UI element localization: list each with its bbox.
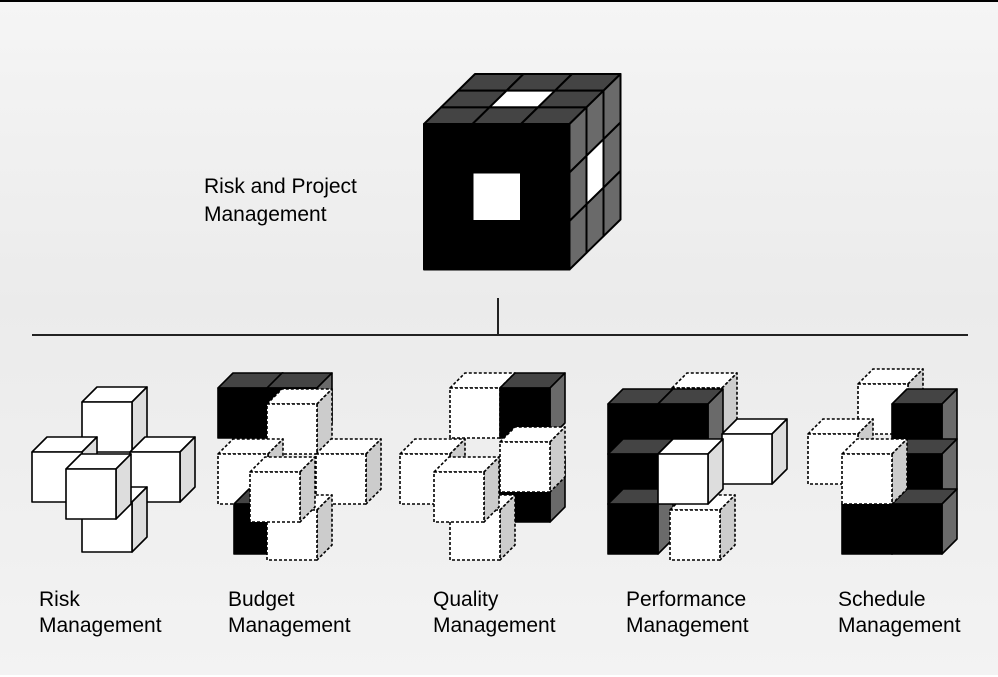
child-label-risk: Risk Management bbox=[39, 587, 162, 639]
cube-side-face bbox=[549, 426, 566, 493]
cube-front-face bbox=[449, 387, 501, 439]
top-node-label: Risk and Project Management bbox=[204, 173, 357, 229]
top-cube-front-cell bbox=[520, 220, 571, 271]
cube-side-face bbox=[316, 494, 333, 561]
cube-side-face bbox=[483, 456, 500, 523]
child-label-performance-line2: Management bbox=[626, 614, 749, 637]
cube-side-face bbox=[891, 438, 908, 505]
child-label-risk-line1: Risk bbox=[39, 588, 80, 611]
top-node-label-line1: Risk and Project bbox=[204, 175, 357, 198]
cube-front-face bbox=[249, 471, 301, 523]
schedule-management-cubes bbox=[807, 368, 958, 555]
cube-front-face bbox=[315, 453, 367, 505]
top-cube-front-cell bbox=[520, 123, 571, 174]
cube-front-face bbox=[657, 453, 709, 505]
cube-front-face bbox=[721, 433, 773, 485]
child-label-budget-line2: Management bbox=[228, 614, 351, 637]
child-label-risk-line2: Management bbox=[39, 614, 162, 637]
top-cube-front-cell bbox=[520, 171, 571, 222]
child-label-performance: Performance Management bbox=[626, 587, 749, 639]
top-cube-front-cell bbox=[423, 123, 474, 174]
cube-front-face bbox=[65, 468, 117, 520]
cube-front-face bbox=[499, 441, 551, 493]
cube-front-face bbox=[891, 503, 943, 555]
cube-side-face bbox=[719, 494, 736, 561]
cube-front-face bbox=[841, 453, 893, 505]
top-cube-front-cell bbox=[471, 171, 522, 222]
cube-side-face bbox=[299, 456, 316, 523]
cube-front-face bbox=[433, 471, 485, 523]
child-label-schedule-line1: Schedule bbox=[838, 588, 926, 611]
child-label-schedule: Schedule Management bbox=[838, 587, 961, 639]
cube-front-face bbox=[217, 387, 269, 439]
cube-front-face bbox=[607, 503, 659, 555]
top-node-cube bbox=[423, 73, 622, 271]
top-cube-front-cell bbox=[471, 123, 522, 174]
top-cube-front-cell bbox=[423, 220, 474, 271]
top-cube-front-cell bbox=[471, 220, 522, 271]
child-label-budget-line1: Budget bbox=[228, 588, 295, 611]
child-label-quality-line1: Quality bbox=[433, 588, 499, 611]
child-label-performance-line1: Performance bbox=[626, 588, 747, 611]
performance-management-cubes bbox=[607, 372, 788, 561]
quality-management-cubes bbox=[399, 372, 566, 561]
cube-front-face bbox=[669, 509, 721, 561]
top-cube-front-cell bbox=[423, 171, 474, 222]
cube-side-face bbox=[499, 494, 516, 561]
risk-management-cubes bbox=[31, 386, 196, 553]
child-label-schedule-line2: Management bbox=[838, 614, 961, 637]
cube-front-face bbox=[841, 503, 893, 555]
top-node-label-line2: Management bbox=[204, 203, 327, 226]
child-label-quality: Quality Management bbox=[433, 587, 556, 639]
cube-side-face bbox=[365, 438, 382, 505]
child-label-quality-line2: Management bbox=[433, 614, 556, 637]
top-cube-side-cell bbox=[602, 170, 622, 238]
child-label-budget: Budget Management bbox=[228, 587, 351, 639]
budget-management-cubes bbox=[217, 372, 382, 561]
